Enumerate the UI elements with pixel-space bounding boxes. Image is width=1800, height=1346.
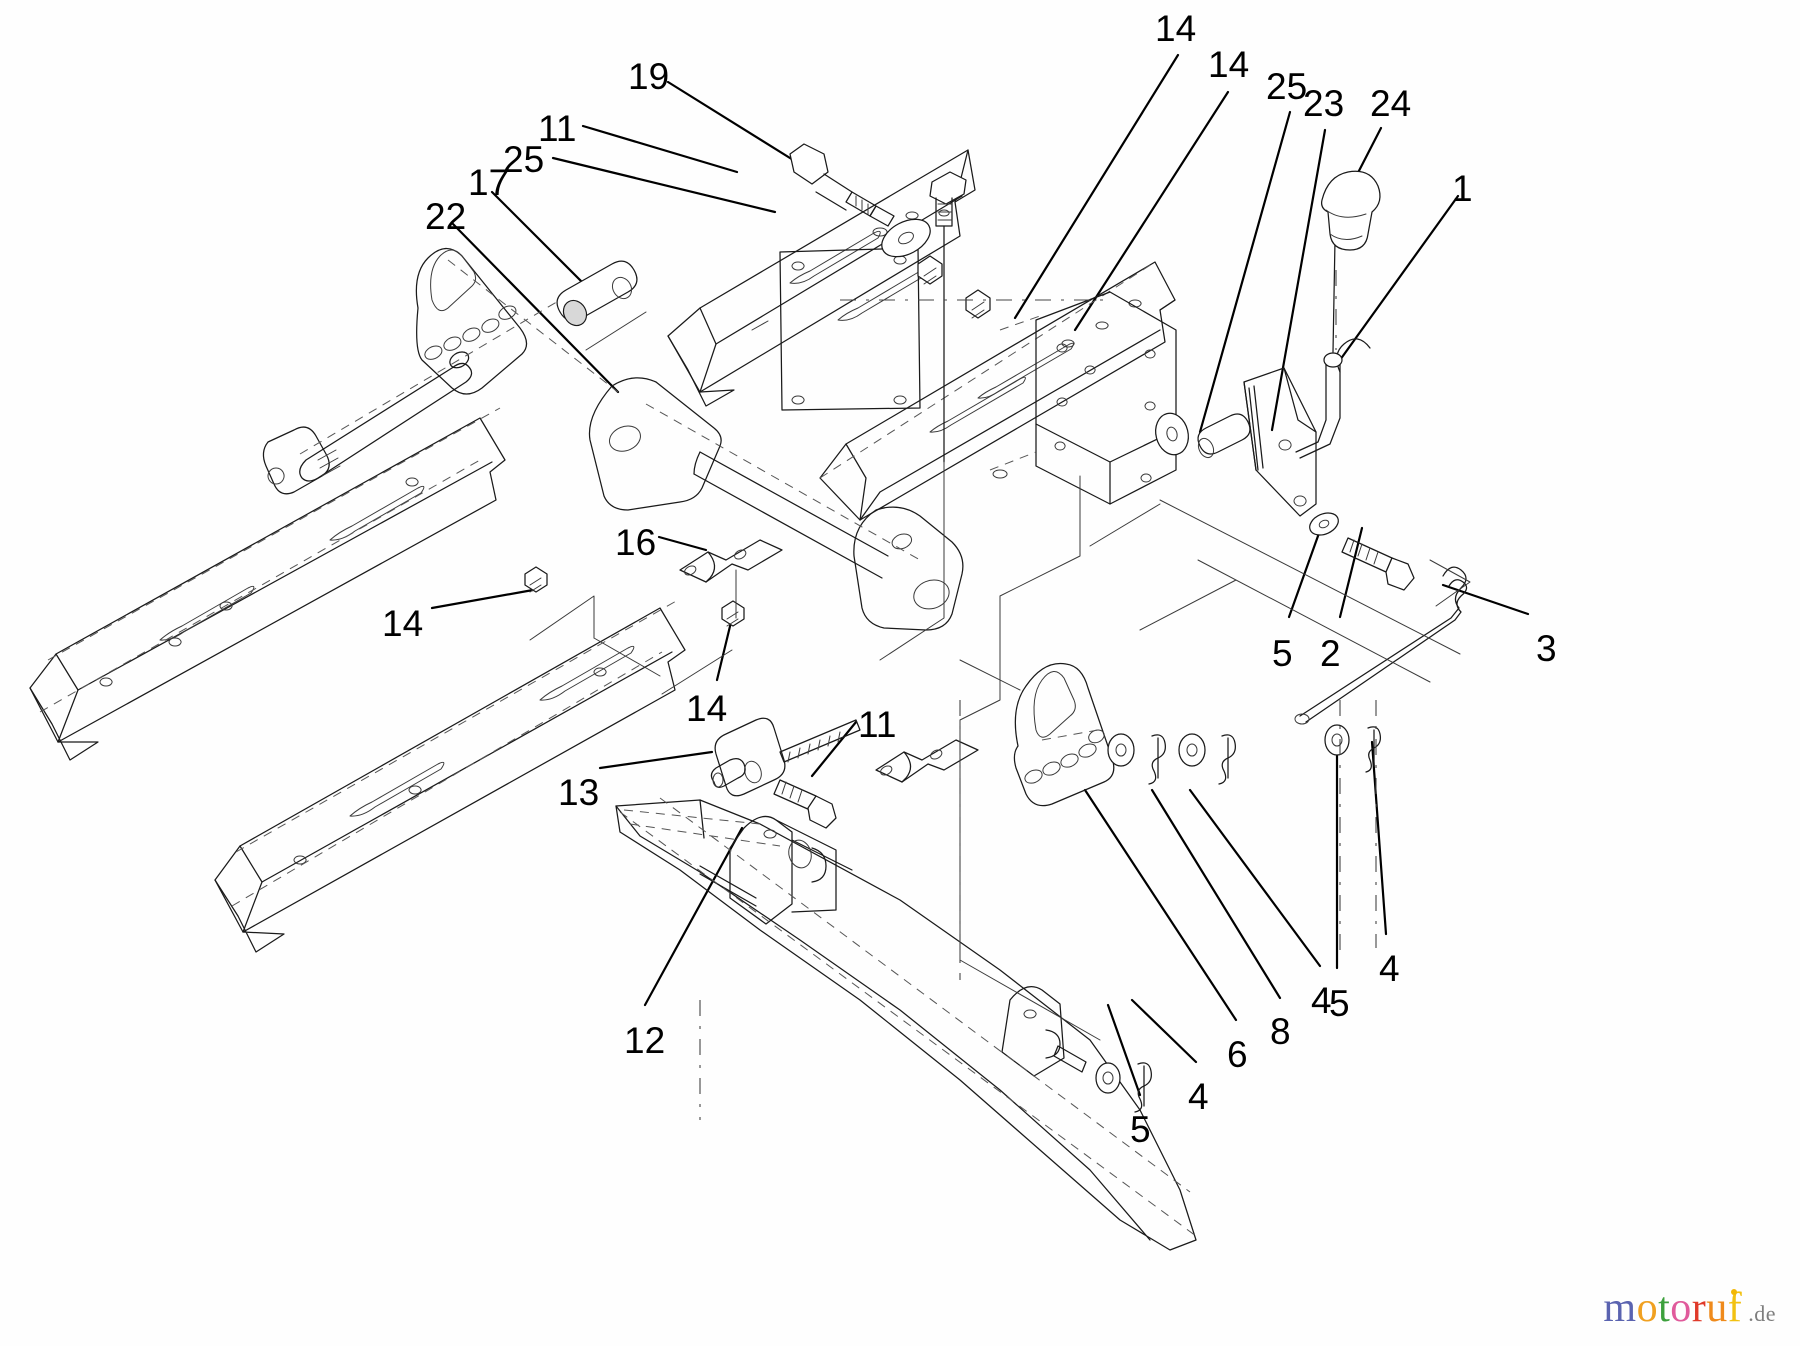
part-23-spacer-tube: [1197, 413, 1251, 459]
part-11-hex-bolt-lower: [773, 779, 837, 829]
left-threaded-rod: [262, 299, 561, 495]
callout-4-b: 4: [1311, 980, 1332, 1021]
part-16-u-clamp-a: [679, 539, 783, 583]
watermark-letter-u: u: [1706, 1285, 1728, 1331]
callout-5-b: 5: [1130, 1109, 1151, 1150]
callout-3: 3: [1536, 628, 1557, 669]
watermark-letter-o1: o: [1636, 1285, 1659, 1331]
part-6-lift-arm-bracket: [1013, 662, 1115, 807]
callout-1: 1: [1452, 168, 1473, 209]
part-19-shoulder-screw: [929, 171, 967, 463]
part-8-pivot-washer: [1155, 412, 1189, 456]
watermark-letter-r: r: [1691, 1285, 1707, 1331]
part-1-lever-rod: [1295, 239, 1371, 459]
part-17-spacer-bushing: [556, 260, 638, 327]
watermark-letter-f: f: [1727, 1285, 1743, 1331]
cross-shaft-assembly: [588, 377, 964, 631]
part-14-lock-nut-d: [721, 600, 745, 627]
left-frame-rails: [29, 407, 686, 953]
part-25-washer-top: [881, 218, 931, 258]
part-22-lift-plate: [415, 247, 619, 395]
part-13-clevis-block: [710, 717, 861, 797]
part-14-lock-nut-c: [524, 566, 548, 593]
callout-17: 17: [468, 162, 510, 203]
watermark-letter-o2: o: [1670, 1285, 1692, 1331]
watermark-suffix: .de: [1748, 1301, 1776, 1326]
right-frame-rail: [819, 261, 1176, 521]
part-4-cotter-pin-center-b: [1218, 734, 1236, 785]
callout-5-c: 5: [1329, 983, 1350, 1024]
callout-23: 23: [1303, 83, 1345, 124]
callout-22: 22: [425, 196, 467, 237]
callout-6: 6: [1227, 1034, 1248, 1075]
callout-14-b: 14: [1208, 44, 1250, 85]
callout-11-b: 11: [858, 704, 897, 745]
part-16-u-clamp-b: [875, 739, 979, 783]
callout-11-a: 11: [538, 108, 577, 149]
watermark-letter-t: t: [1658, 1285, 1671, 1331]
mount-bracket-plate: [989, 291, 1177, 505]
callout-8: 8: [1270, 1011, 1291, 1052]
part-14-lock-nut-a: [917, 255, 943, 285]
part-2-hex-bolt-right: [1341, 537, 1415, 591]
callout-12: 12: [624, 1020, 666, 1061]
callout-14-c: 14: [382, 603, 424, 644]
construction-outlines: [529, 270, 1471, 1120]
callout-25-a: 25: [1266, 66, 1308, 107]
part-4-cotter-pin-center: [1148, 734, 1166, 785]
part-8-washer-center: [1178, 733, 1206, 767]
lever-arm-plate: [1243, 367, 1317, 517]
callout-4-a: 4: [1188, 1076, 1209, 1117]
rail-gusset-plate: [779, 247, 921, 411]
part-3-z-rod: [1294, 566, 1468, 725]
part-5-washer-right-low: [1324, 724, 1350, 756]
callout-19: 19: [628, 56, 670, 97]
watermark-dot: [1731, 1289, 1738, 1295]
callout-13: 13: [558, 772, 600, 813]
callout-5-a: 5: [1272, 633, 1293, 674]
callout-25-b: 25: [503, 139, 545, 180]
callout-24: 24: [1370, 83, 1412, 124]
watermark-letter-m: m: [1603, 1285, 1637, 1331]
callout-16: 16: [615, 522, 657, 563]
part-12-mower-deck: [615, 797, 1197, 1251]
part-14-lock-nut-b: [965, 289, 991, 319]
part-11-hex-bolt-top: [789, 143, 895, 227]
leader-lines: [430, 53, 1530, 1097]
callout-4-c: 4: [1379, 948, 1400, 989]
part-5-washer-right: [1309, 512, 1339, 536]
callout-2: 2: [1320, 633, 1341, 674]
part-24-grip-knob: [1321, 170, 1381, 251]
part-5-washer-center: [1107, 733, 1135, 767]
callout-14-a: 14: [1155, 8, 1197, 49]
callout-14-d: 14: [686, 688, 728, 729]
part-4-cotter-pin-right-low: [1365, 726, 1381, 773]
motoruf-watermark: motoruf.de: [1603, 1284, 1776, 1332]
